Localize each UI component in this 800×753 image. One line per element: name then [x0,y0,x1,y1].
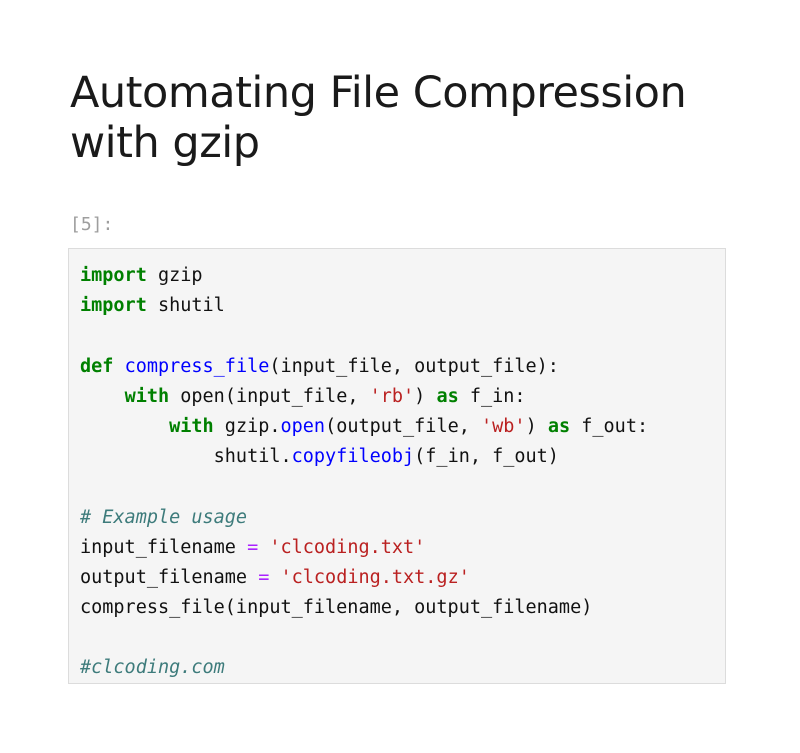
code-token: shutil [146,295,225,317]
code-token [80,386,125,407]
code-line: # Example usage [80,503,648,533]
code-token: ) [414,385,437,407]
code-token: #clcoding.com [80,657,225,679]
code-token: gzip. [213,415,281,437]
code-line [80,623,648,653]
code-token: shutil. [80,446,292,468]
code-line: shutil.copyfileobj(f_in, f_out) [80,442,648,472]
code-token [80,416,169,437]
code-token: open(input_file, [169,385,370,407]
code-token: 'clcoding.txt.gz' [280,566,470,588]
code-token: # Example usage [80,506,248,528]
code-token: 'wb' [481,415,526,437]
code-token [113,356,124,377]
code-token: compress_file [124,355,270,377]
code-line: with open(input_file, 'rb') as f_in: [80,382,648,412]
code-token: (output_file, [325,415,481,437]
page-title-line-1: Automating File Compression [70,68,687,118]
code-line: input_filename = 'clcoding.txt' [80,533,648,563]
code-token [269,567,280,588]
code-token: = [247,536,259,558]
page-title-line-2: with gzip [70,118,260,168]
code-token: import [80,265,147,286]
code-token: 'rb' [369,385,415,407]
code-line: import gzip [80,261,648,291]
code-token: gzip [146,265,203,286]
code-token: open [280,415,326,437]
code-line: with gzip.open(output_file, 'wb') as f_o… [80,412,648,442]
code-token: output_filename [80,566,259,588]
code-line: output_filename = 'clcoding.txt.gz' [80,563,648,593]
code-token: as [547,415,571,437]
code-line: #clcoding.com [80,653,648,683]
code-token: 'clcoding.txt' [269,536,426,558]
code-token: copyfileobj [291,446,415,468]
code-token: (f_in, f_out) [414,446,559,468]
code-token: def [80,355,114,377]
code-token: as [436,385,459,407]
code-token: with [169,415,214,437]
page-title: Automating File Compression with gzip [70,68,770,168]
code-line [80,321,648,351]
code-token: f_in: [458,385,526,407]
code-token: compress_file(input_filename, output_fil… [80,597,593,619]
code-token: (input_file, output_file): [269,355,559,377]
code-token: f_out: [570,415,649,437]
code-token: input_filename [80,536,248,558]
code-token: ) [525,415,548,437]
code-token: import [80,295,147,317]
code-line: def compress_file(input_file, output_fil… [80,352,648,382]
code-line: compress_file(input_filename, output_fil… [80,593,648,623]
code-token [258,537,269,558]
code-token: = [258,566,270,588]
code-line [80,472,648,502]
code-line: import shutil [80,291,648,321]
execution-count-prompt: [5]: [70,214,114,235]
code-token: with [124,385,170,407]
